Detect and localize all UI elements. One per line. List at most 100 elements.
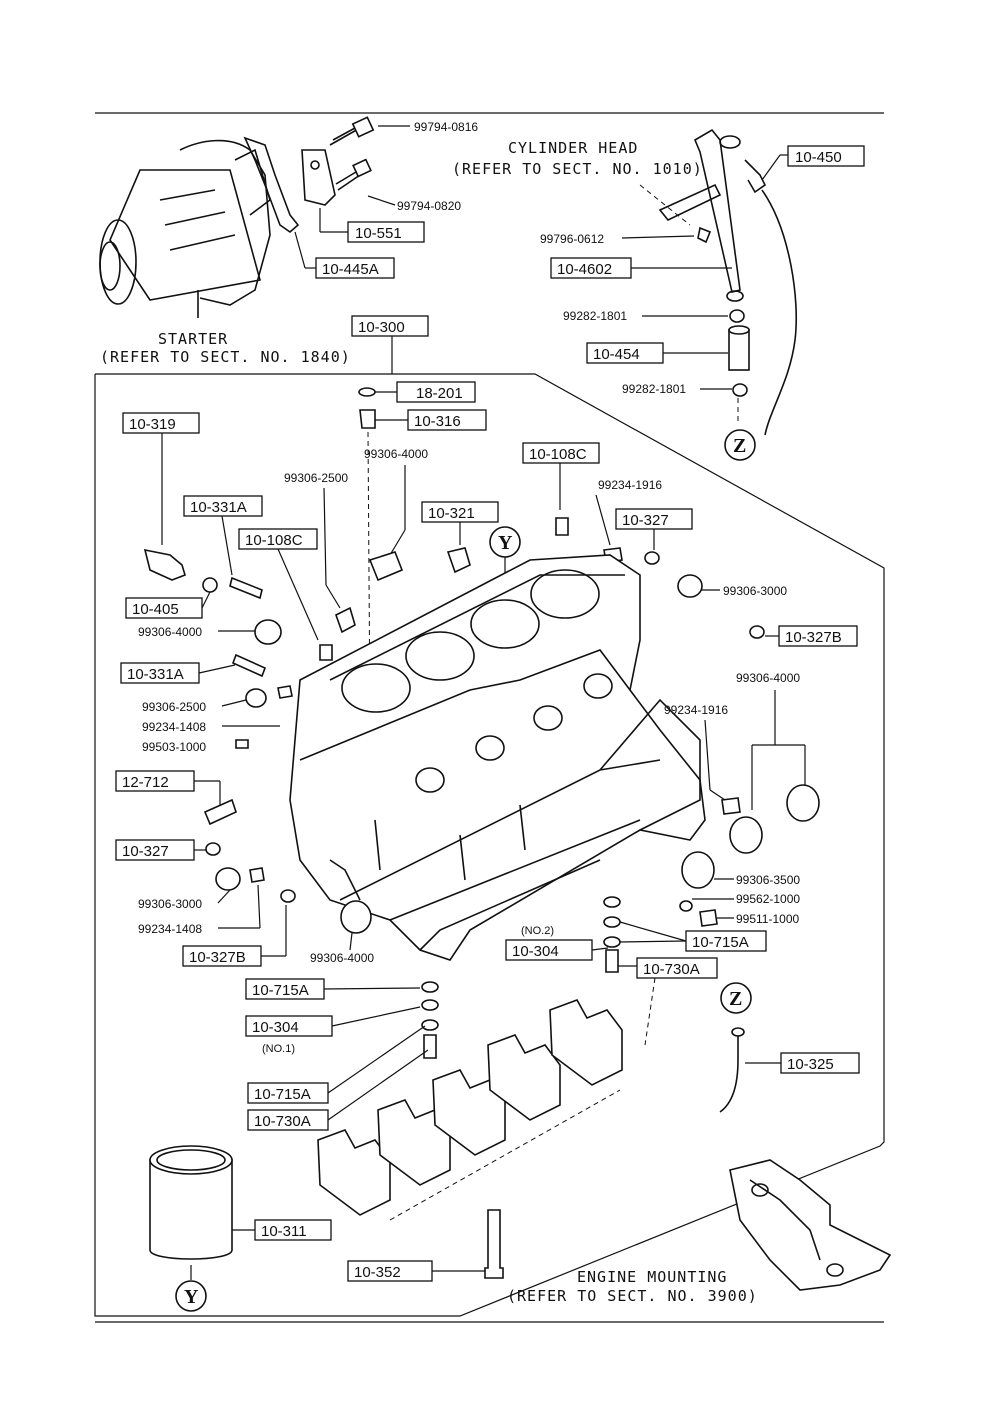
starter-bracket-drawing [243,116,375,234]
engine-mounting-note-2: (REFER TO SECT. NO. 3900) [507,1287,758,1305]
starter-note-2: (REFER TO SECT. NO. 1840) [100,348,351,366]
plug-10-327-b-drawing [205,842,221,856]
no2-label: (NO.2) [521,925,554,937]
part-99234-1916-b: 99234-1916 [664,703,728,717]
label-10-454: 10-454 [593,346,640,363]
starter-drawing [99,139,271,318]
plug-10-327-a-drawing [644,551,660,565]
dipstick-drawing [719,135,798,436]
plug-99306-3000-b-drawing [215,867,241,891]
leader-10-450 [761,154,781,181]
washer-10-405-drawing [202,577,218,593]
box-10-551 [347,221,425,243]
plug-10-327B-b-drawing [280,889,296,903]
assembly-border [94,373,885,1317]
plug-99306-2500-a-drawing [335,606,356,634]
cylinder-block-drawing [289,554,706,961]
engine-mounting-note-1: ENGINE MOUNTING [577,1268,727,1286]
callout-z-mid [720,982,752,1014]
plug-99306-3000-a-drawing [677,574,703,598]
clip-1-drawing [729,309,745,323]
part-99306-4000-a: 99306-4000 [364,447,428,461]
plug-99306-4000-d-drawing [340,900,372,934]
box-10-730A-a [636,957,718,979]
dowel-99234-1916-b-drawing [721,797,741,815]
part-99511-1000: 99511-1000 [736,912,799,926]
leader-10-445A [294,231,306,269]
hose-10-454-drawing [728,329,750,371]
plug-10-327B-a-drawing [749,625,765,639]
part-99306-4000-b: 99306-4000 [138,625,202,639]
part-99306-3000-b: 99306-3000 [138,897,202,911]
cylinder-head-note-1: CYLINDER HEAD [508,139,638,157]
plug-99306-2500-b-drawing [245,688,267,708]
plug-99306-4000-c2-drawing [729,816,763,854]
box-10-316 [407,409,487,431]
callout-z-top [724,429,756,461]
part-99306-4000-d: 99306-4000 [310,951,374,965]
no1-label: (NO.1) [262,1043,295,1055]
washer-no2-b-drawing [603,916,621,928]
washer-no1-c-drawing [421,1019,439,1031]
starter-note-1: STARTER [158,330,228,348]
part-99796-0612: 99796-0612 [540,232,604,246]
washer-99562-1000-drawing [679,900,693,912]
label-10-715A-b: 10-715A [252,982,309,999]
label-10-331A-b: 10-331A [127,666,184,683]
dowel-99234-1408-b-drawing [249,867,265,883]
plug-99306-4000-c1-drawing [786,784,820,822]
label-10-730A-b: 10-730A [254,1113,311,1130]
washer-no2-a-drawing [603,896,621,908]
engine-mounting-drawing [729,1159,892,1291]
label-10-327B-b: 10-327B [189,949,246,966]
label-10-300: 10-300 [358,319,405,336]
label-10-445A: 10-445A [322,261,379,278]
washer-no1-a-drawing [421,981,439,993]
leader-99794-0820 [367,195,396,206]
callout-y-top-label: Y [498,532,513,554]
stud-10-331A-a-drawing [229,576,263,600]
label-10-327B-a: 10-327B [785,629,842,646]
clip-2-drawing [732,383,748,397]
part-99234-1916-a: 99234-1916 [598,478,662,492]
oil-filter-drawing [149,1145,233,1260]
part-99234-1408-b: 99234-1408 [138,922,202,936]
box-10-331A-a [183,495,263,517]
dowel-10-108C-a-drawing [555,517,569,536]
box-10-319 [122,412,200,434]
label-10-327-a: 10-327 [622,512,669,529]
label-10-316: 10-316 [414,413,461,430]
part-99794-0820: 99794-0820 [397,199,461,213]
label-10-311: 10-311 [261,1223,307,1240]
label-10-327-b: 10-327 [122,843,169,860]
callout-z-top-label: Z [733,435,746,457]
bolt-99511-1000-drawing [699,909,718,927]
box-10-445A [315,257,395,279]
label-18-201: 18-201 [416,385,463,402]
plug-99503-1000-drawing [235,739,249,749]
label-10-405: 10-405 [132,601,179,618]
dipstick-tube-drawing [658,128,744,302]
label-10-321: 10-321 [428,505,475,522]
washer-no1-b-drawing [421,999,439,1011]
label-10-325: 10-325 [787,1056,834,1073]
box-10-108C-a [522,442,600,464]
label-10-450: 10-450 [795,149,842,166]
part-99503-1000: 99503-1000 [142,740,206,754]
bolt-no2-drawing [605,949,619,973]
label-10-108C-b: 10-108C [245,532,303,549]
box-18-201 [396,381,476,403]
part-99306-2500-b: 99306-2500 [142,700,206,714]
jet-10-321-drawing [446,547,471,574]
plug-10-316-drawing [359,409,376,429]
label-10-4602: 10-4602 [557,261,612,278]
callout-z-mid-label: Z [729,988,742,1010]
box-10-450 [787,145,865,167]
label-10-730A-a: 10-730A [643,961,700,978]
label-10-715A-a: 10-715A [692,934,749,951]
label-12-712: 12-712 [122,774,169,791]
callout-y-bottom [175,1280,207,1312]
part-99234-1408-a: 99234-1408 [142,720,206,734]
leader-99796-0612 [621,235,695,239]
